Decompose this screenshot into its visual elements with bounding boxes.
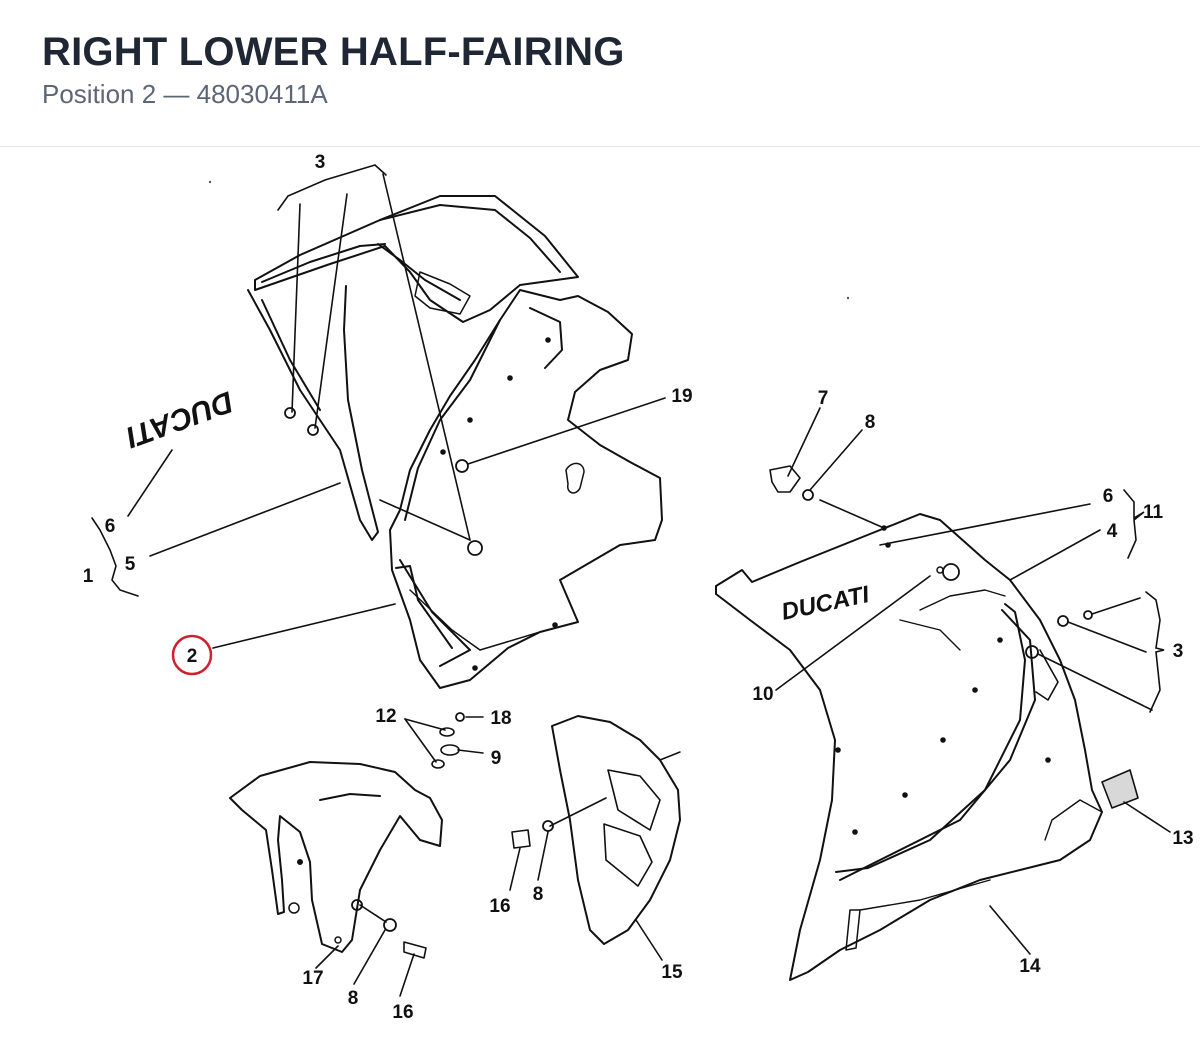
washer-icon	[439, 727, 455, 737]
clip-icon	[769, 465, 801, 493]
washer-icon	[802, 489, 814, 501]
callout-15: 15	[661, 962, 683, 983]
callout-6-right: 6	[1103, 486, 1114, 507]
screw-icon	[1083, 610, 1093, 620]
callout-11: 11	[1143, 502, 1164, 523]
callout-5: 5	[125, 554, 136, 575]
air-duct-panel-drawing	[551, 715, 681, 945]
washer-icon	[351, 899, 363, 911]
callout-18: 18	[490, 708, 511, 729]
exploded-parts-diagram: DUCATI DUCATI	[83, 152, 1194, 1023]
callout-6-left: 6	[105, 516, 116, 537]
callout-8-bottom: 8	[348, 988, 359, 1009]
page-title: RIGHT LOWER HALF-FAIRING	[42, 30, 625, 74]
screw-icon	[455, 712, 465, 722]
callout-7: 7	[818, 388, 829, 409]
washer-icon	[542, 820, 554, 832]
callout-4: 4	[1107, 521, 1118, 542]
front-mudguard-drawing	[229, 761, 443, 953]
callout-14: 14	[1019, 956, 1041, 977]
screw-icon	[511, 829, 531, 849]
brand-logo-left: DUCATI	[121, 384, 237, 453]
callout-16-bottom: 16	[392, 1002, 413, 1023]
page-subtitle: Position 2 — 48030411A	[42, 79, 328, 109]
washer-icon	[307, 424, 319, 436]
callout-16-mid: 16	[489, 896, 510, 917]
callout-1: 1	[83, 566, 94, 587]
lower-half-fairing-drawing	[389, 289, 663, 689]
callout-8-top: 8	[865, 412, 876, 433]
callout-9: 9	[491, 748, 502, 769]
adhesive-pad-icon	[1101, 769, 1139, 809]
screw-icon	[403, 941, 427, 959]
washer-icon	[1057, 615, 1069, 627]
washer-icon	[383, 918, 397, 932]
fastener-icon	[942, 563, 960, 581]
callout-19: 19	[671, 386, 692, 407]
callout-3-right: 3	[1173, 641, 1184, 662]
bracket-icon	[440, 744, 460, 756]
callout-8-mid: 8	[533, 884, 544, 905]
washer-icon	[431, 759, 445, 769]
brand-logo-right: DUCATI	[779, 581, 873, 626]
highlighted-callout-ring	[171, 634, 213, 676]
grommet-icon	[1025, 645, 1039, 659]
upper-fairing-drawing	[247, 195, 579, 541]
callout-3-top: 3	[315, 152, 326, 173]
callout-17: 17	[302, 968, 323, 989]
callout-12: 12	[375, 706, 396, 727]
side-fairing-drawing	[715, 513, 1103, 981]
screw-icon	[284, 407, 296, 419]
callout-10: 10	[752, 684, 773, 705]
page-header: RIGHT LOWER HALF-FAIRING Position 2 — 48…	[0, 0, 1200, 147]
callout-2: 2	[187, 646, 198, 667]
callout-13: 13	[1172, 828, 1193, 849]
